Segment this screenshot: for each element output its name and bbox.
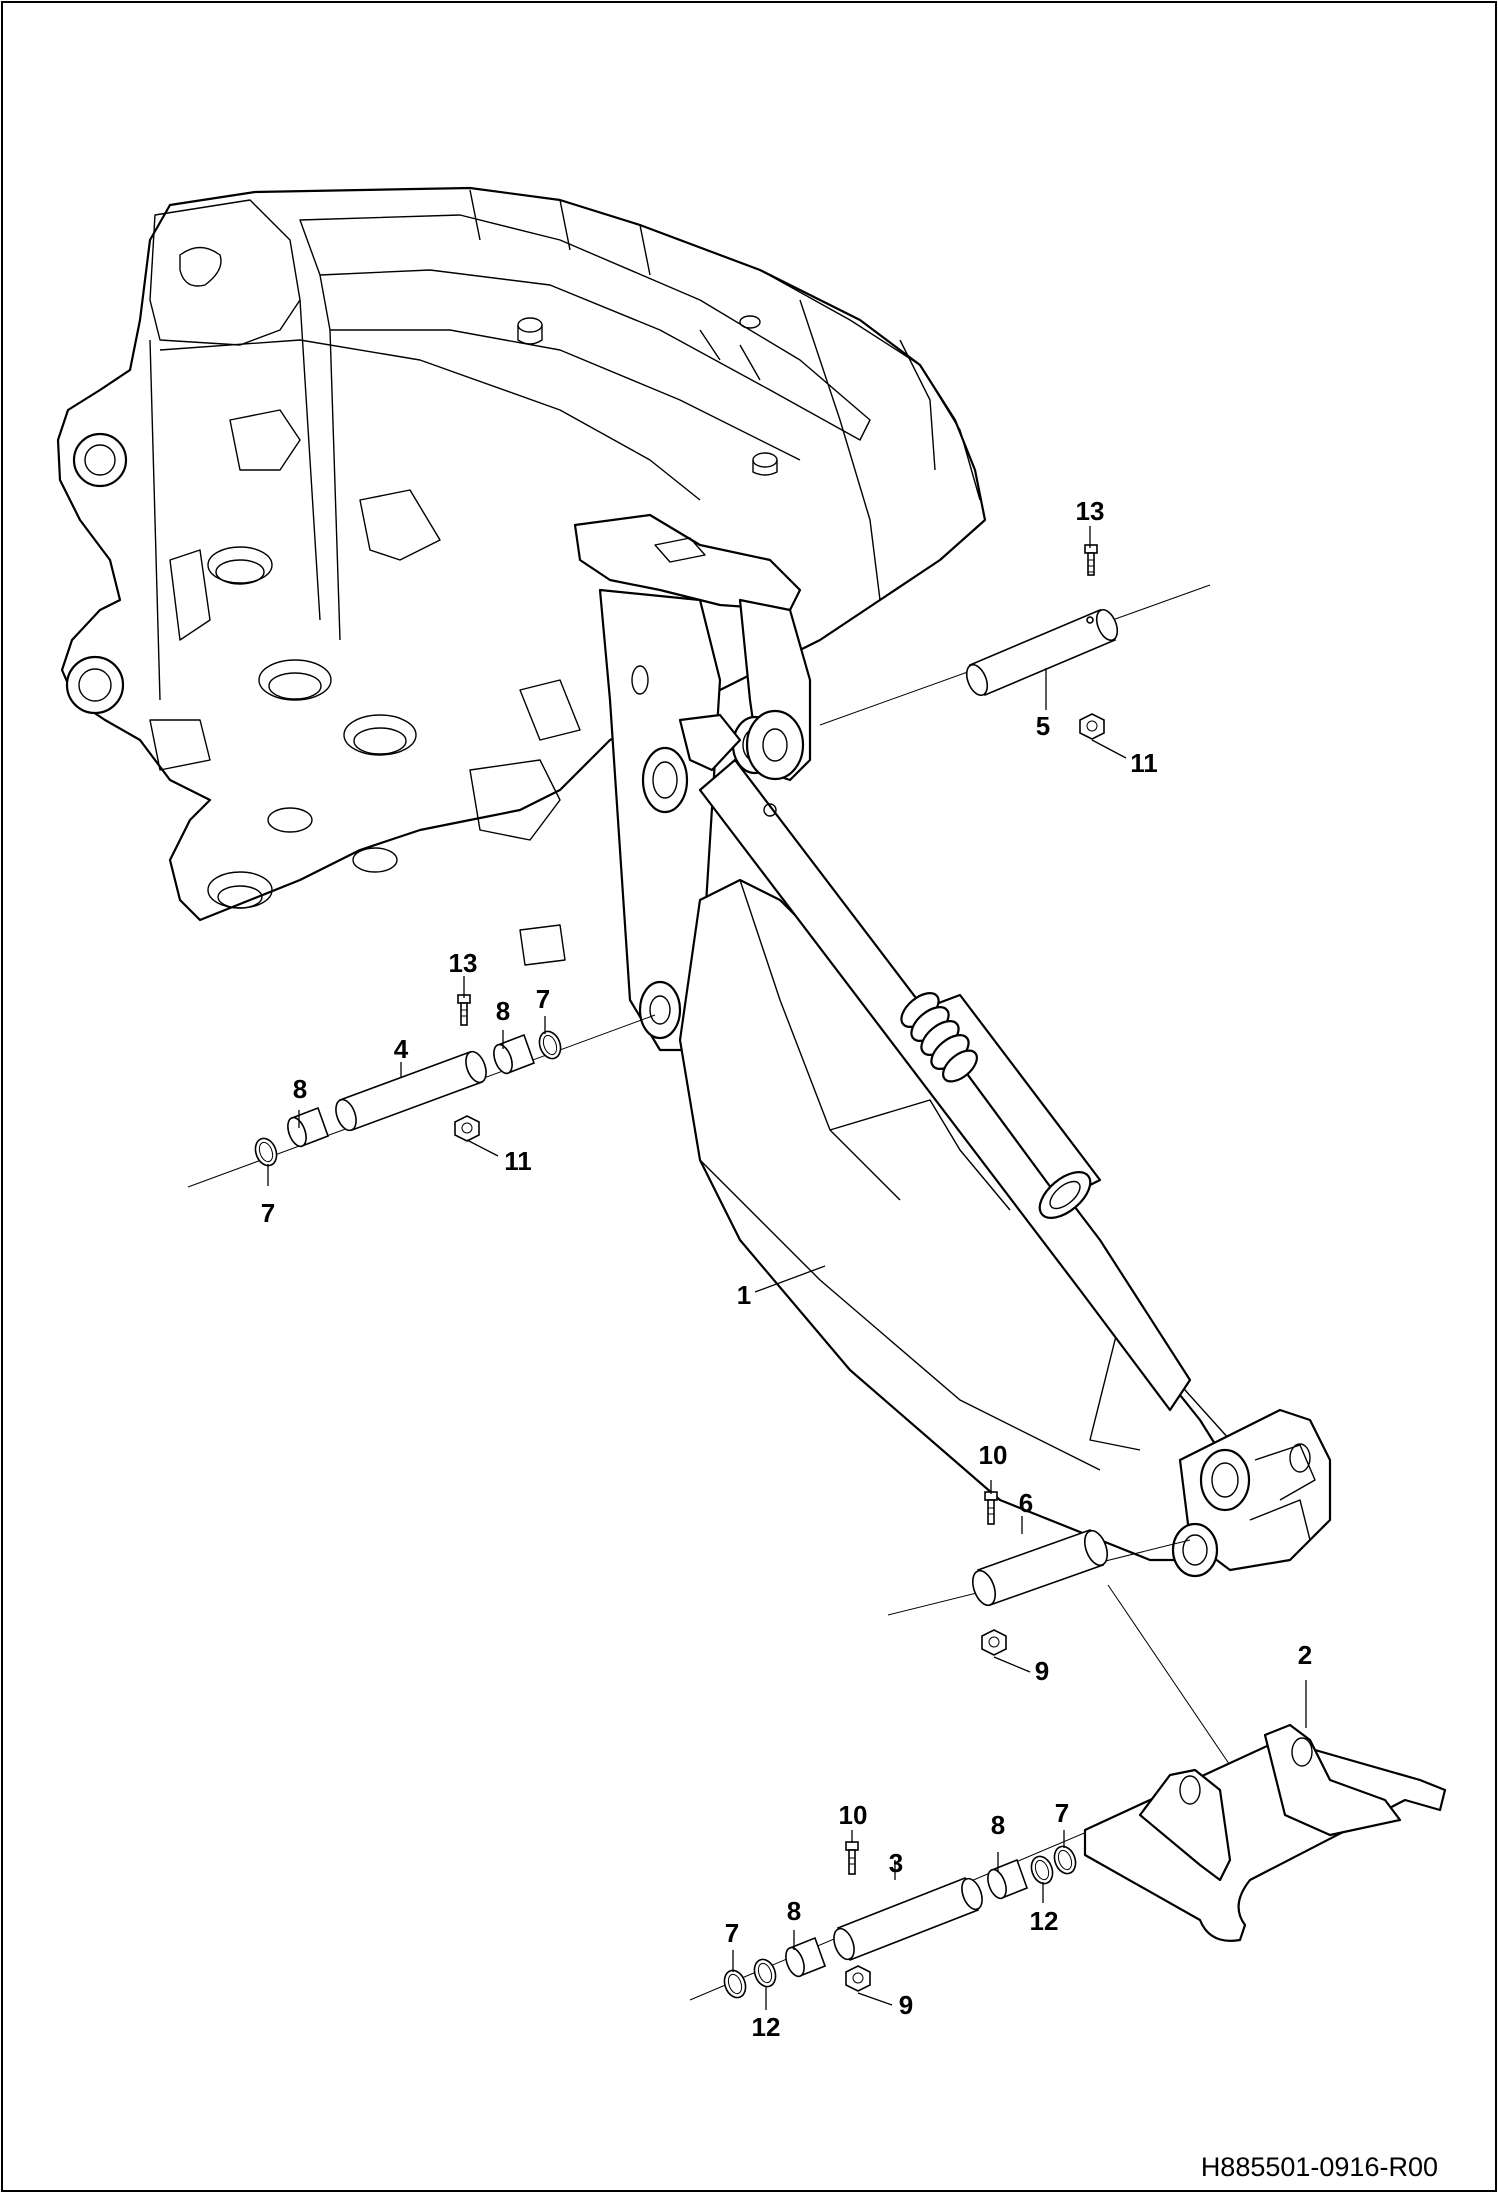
callout-7-lower-right: 7 xyxy=(1055,1798,1069,1828)
ring-12-lower-left xyxy=(753,1958,777,1988)
nut-9-tip xyxy=(981,1629,1007,1656)
callout-4: 4 xyxy=(394,1034,409,1064)
callout-3: 3 xyxy=(889,1848,903,1878)
callout-2: 2 xyxy=(1298,1640,1312,1670)
callout-7-mid: 7 xyxy=(536,984,550,1014)
callout-9-bucket: 9 xyxy=(899,1990,913,2020)
boom-assembly xyxy=(573,513,1332,1578)
callout-8-mid: 8 xyxy=(496,996,510,1026)
callout-6: 6 xyxy=(1019,1488,1033,1518)
mount-bracket xyxy=(1083,1723,1447,1942)
callout-10-tip: 10 xyxy=(979,1440,1008,1470)
callout-1: 1 xyxy=(737,1280,751,1310)
ring-7-mid xyxy=(538,1030,562,1060)
callout-10-bucket: 10 xyxy=(839,1800,868,1830)
bushing-8-mid xyxy=(493,1033,536,1075)
bushing-8-lower-left xyxy=(785,1936,827,1978)
callout-labels: 13 5 11 13 4 8 8 7 7 11 1 10 6 9 2 7 8 1… xyxy=(261,496,1312,2042)
bolt-13-top xyxy=(1084,544,1098,576)
bolt-10-bucket xyxy=(845,1841,859,1875)
pin-6 xyxy=(971,1528,1109,1607)
pin-5 xyxy=(965,608,1119,697)
tip-to-bracket-line xyxy=(1107,1584,1241,1781)
callout-12-lower-right: 12 xyxy=(1030,1906,1059,1936)
pin-3 xyxy=(833,1876,983,1962)
ring-7-lower-right xyxy=(1053,1845,1077,1875)
callout-13-left: 13 xyxy=(449,948,478,978)
bushing-8-left xyxy=(287,1106,330,1148)
callout-11-left: 11 xyxy=(504,1146,532,1176)
bolt-13-left xyxy=(457,994,471,1026)
ring-7-left xyxy=(254,1137,278,1167)
callout-7-left: 7 xyxy=(261,1198,275,1228)
callout-8-lower-right: 8 xyxy=(991,1810,1005,1840)
callout-13-top: 13 xyxy=(1076,496,1105,526)
nut-11-left xyxy=(454,1115,480,1142)
callout-9-tip: 9 xyxy=(1035,1656,1049,1686)
ring-12-lower-right xyxy=(1030,1855,1054,1885)
callout-11-top: 11 xyxy=(1130,748,1158,778)
callout-5: 5 xyxy=(1036,711,1050,741)
nut-11-top xyxy=(1079,713,1105,740)
callout-12-lower-left: 12 xyxy=(752,2012,781,2042)
callout-8-left: 8 xyxy=(293,1074,307,1104)
bushing-8-lower-right xyxy=(987,1858,1029,1900)
machine-frame xyxy=(56,186,987,966)
bellows-guard xyxy=(900,992,978,1083)
pin-4 xyxy=(335,1050,487,1132)
drawing-number: H885501-0916-R00 xyxy=(1201,2152,1438,2182)
callout-7-lower-left: 7 xyxy=(725,1918,739,1948)
callout-8-lower-left: 8 xyxy=(787,1896,801,1926)
ring-7-lower-left xyxy=(723,1969,747,1999)
bolt-10-tip xyxy=(984,1491,998,1525)
nut-9-bucket xyxy=(845,1965,871,1992)
leader-lines xyxy=(267,526,1307,2010)
